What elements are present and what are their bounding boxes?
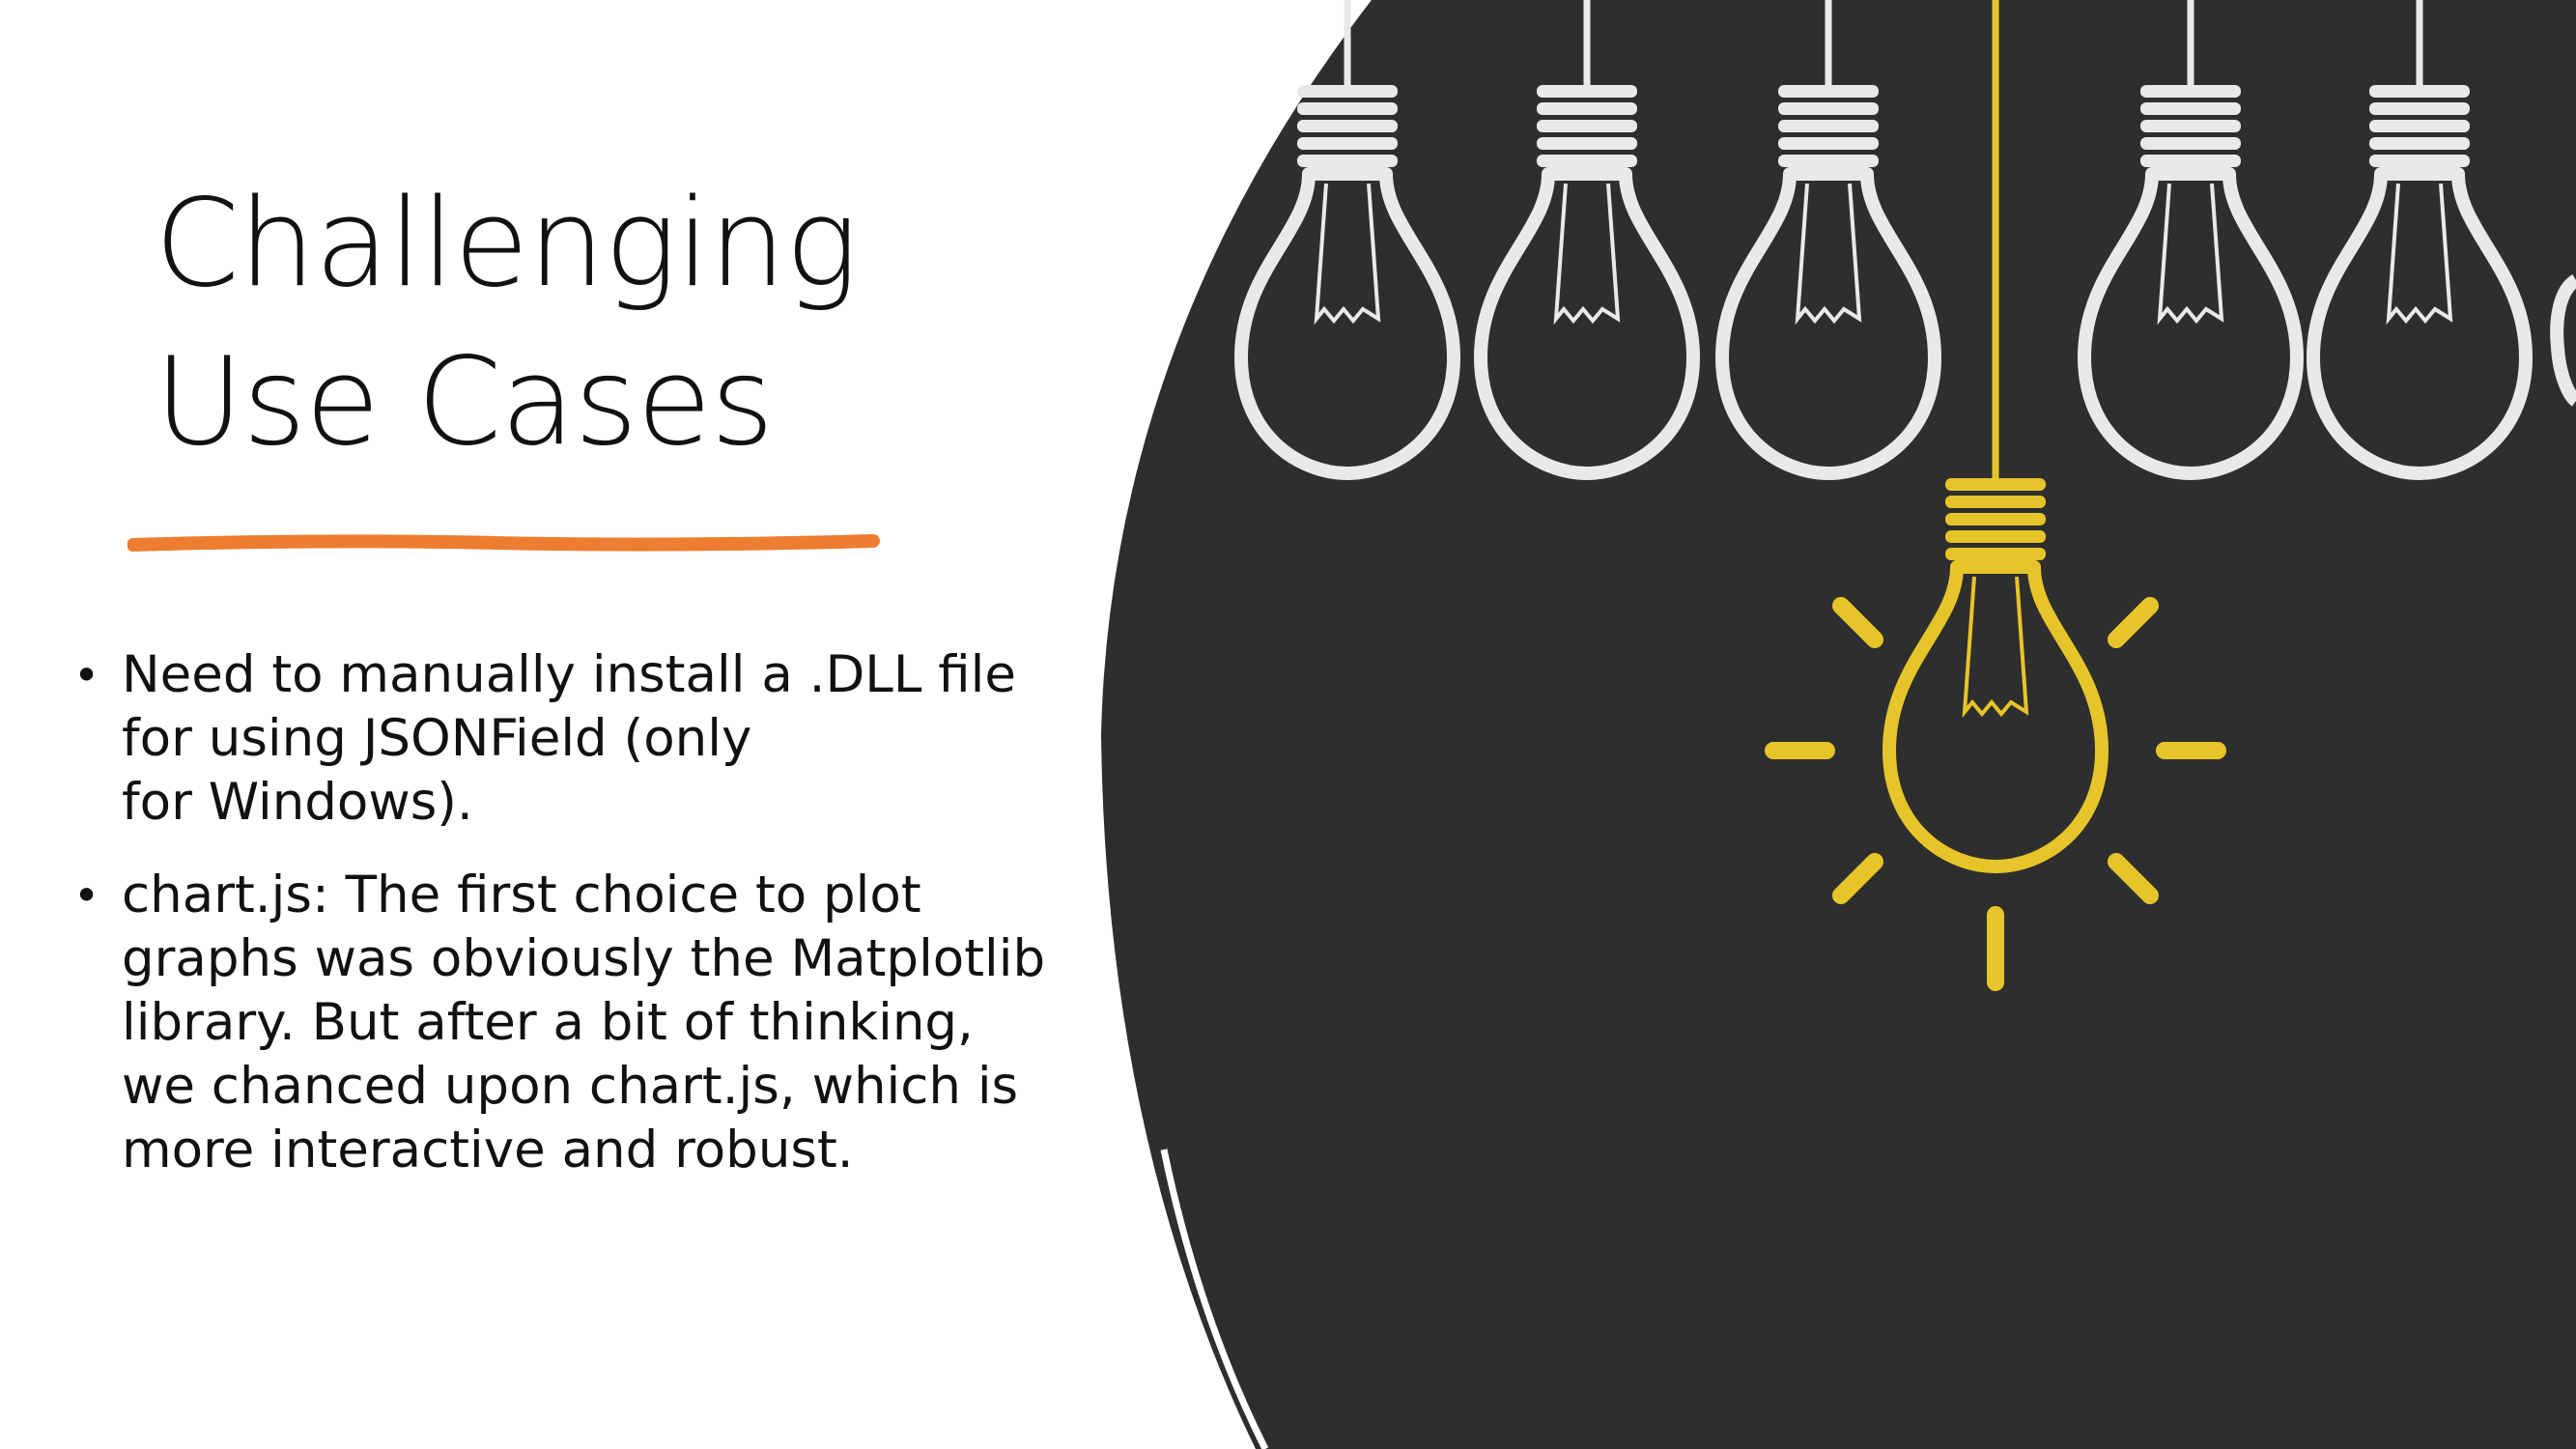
- bullet-list: • Need to manually install a .DLL file f…: [68, 643, 1091, 1211]
- bulb-icon: [1715, 0, 1941, 480]
- bulb-icon: [2078, 0, 2304, 480]
- bullet-marker: •: [73, 649, 100, 701]
- bullet-item-chartjs: • chart.js: The first choice to plot gra…: [68, 864, 1091, 1182]
- bullet-marker: •: [73, 869, 100, 922]
- bullet-text-line: more interactive and robust.: [122, 1121, 854, 1179]
- hanging-bulbs: [1234, 0, 2576, 991]
- bullet-text-line: graphs was obviously the Matplotlib: [122, 929, 1046, 988]
- slide-title: Challenging Use Cases: [155, 164, 1120, 481]
- bulb-icon: [2307, 0, 2533, 480]
- lit-bulb-icon: [1765, 0, 2226, 991]
- bullet-text-line: library. But after a bit of thinking,: [122, 993, 974, 1052]
- title-line-1: Challenging: [155, 172, 859, 314]
- bullet-item-dll: • Need to manually install a .DLL file f…: [68, 643, 1091, 835]
- light-ray: [1832, 597, 1883, 648]
- partial-bulb-icon: [2550, 273, 2576, 407]
- bulb-icon: [1234, 0, 1460, 480]
- bullet-text-line: Need to manually install a .DLL file: [122, 645, 1016, 704]
- title-accent-underline: [127, 534, 880, 552]
- light-ray: [1832, 853, 1883, 904]
- light-ray: [2108, 597, 2159, 648]
- bulb-icon: [1474, 0, 1700, 480]
- bullet-text-line: we chanced upon chart.js, which is: [122, 1057, 1019, 1116]
- chalkboard-background: [1101, 0, 2576, 1449]
- bullet-text-line: for Windows).: [122, 773, 473, 832]
- title-line-2: Use Cases: [155, 330, 774, 472]
- bullet-text-line: for using JSONField (only: [122, 709, 752, 768]
- board-edge-stroke-bottom: [1160, 1149, 1269, 1449]
- light-ray: [2108, 853, 2159, 904]
- bullet-text-line: chart.js: The first choice to plot: [122, 866, 921, 924]
